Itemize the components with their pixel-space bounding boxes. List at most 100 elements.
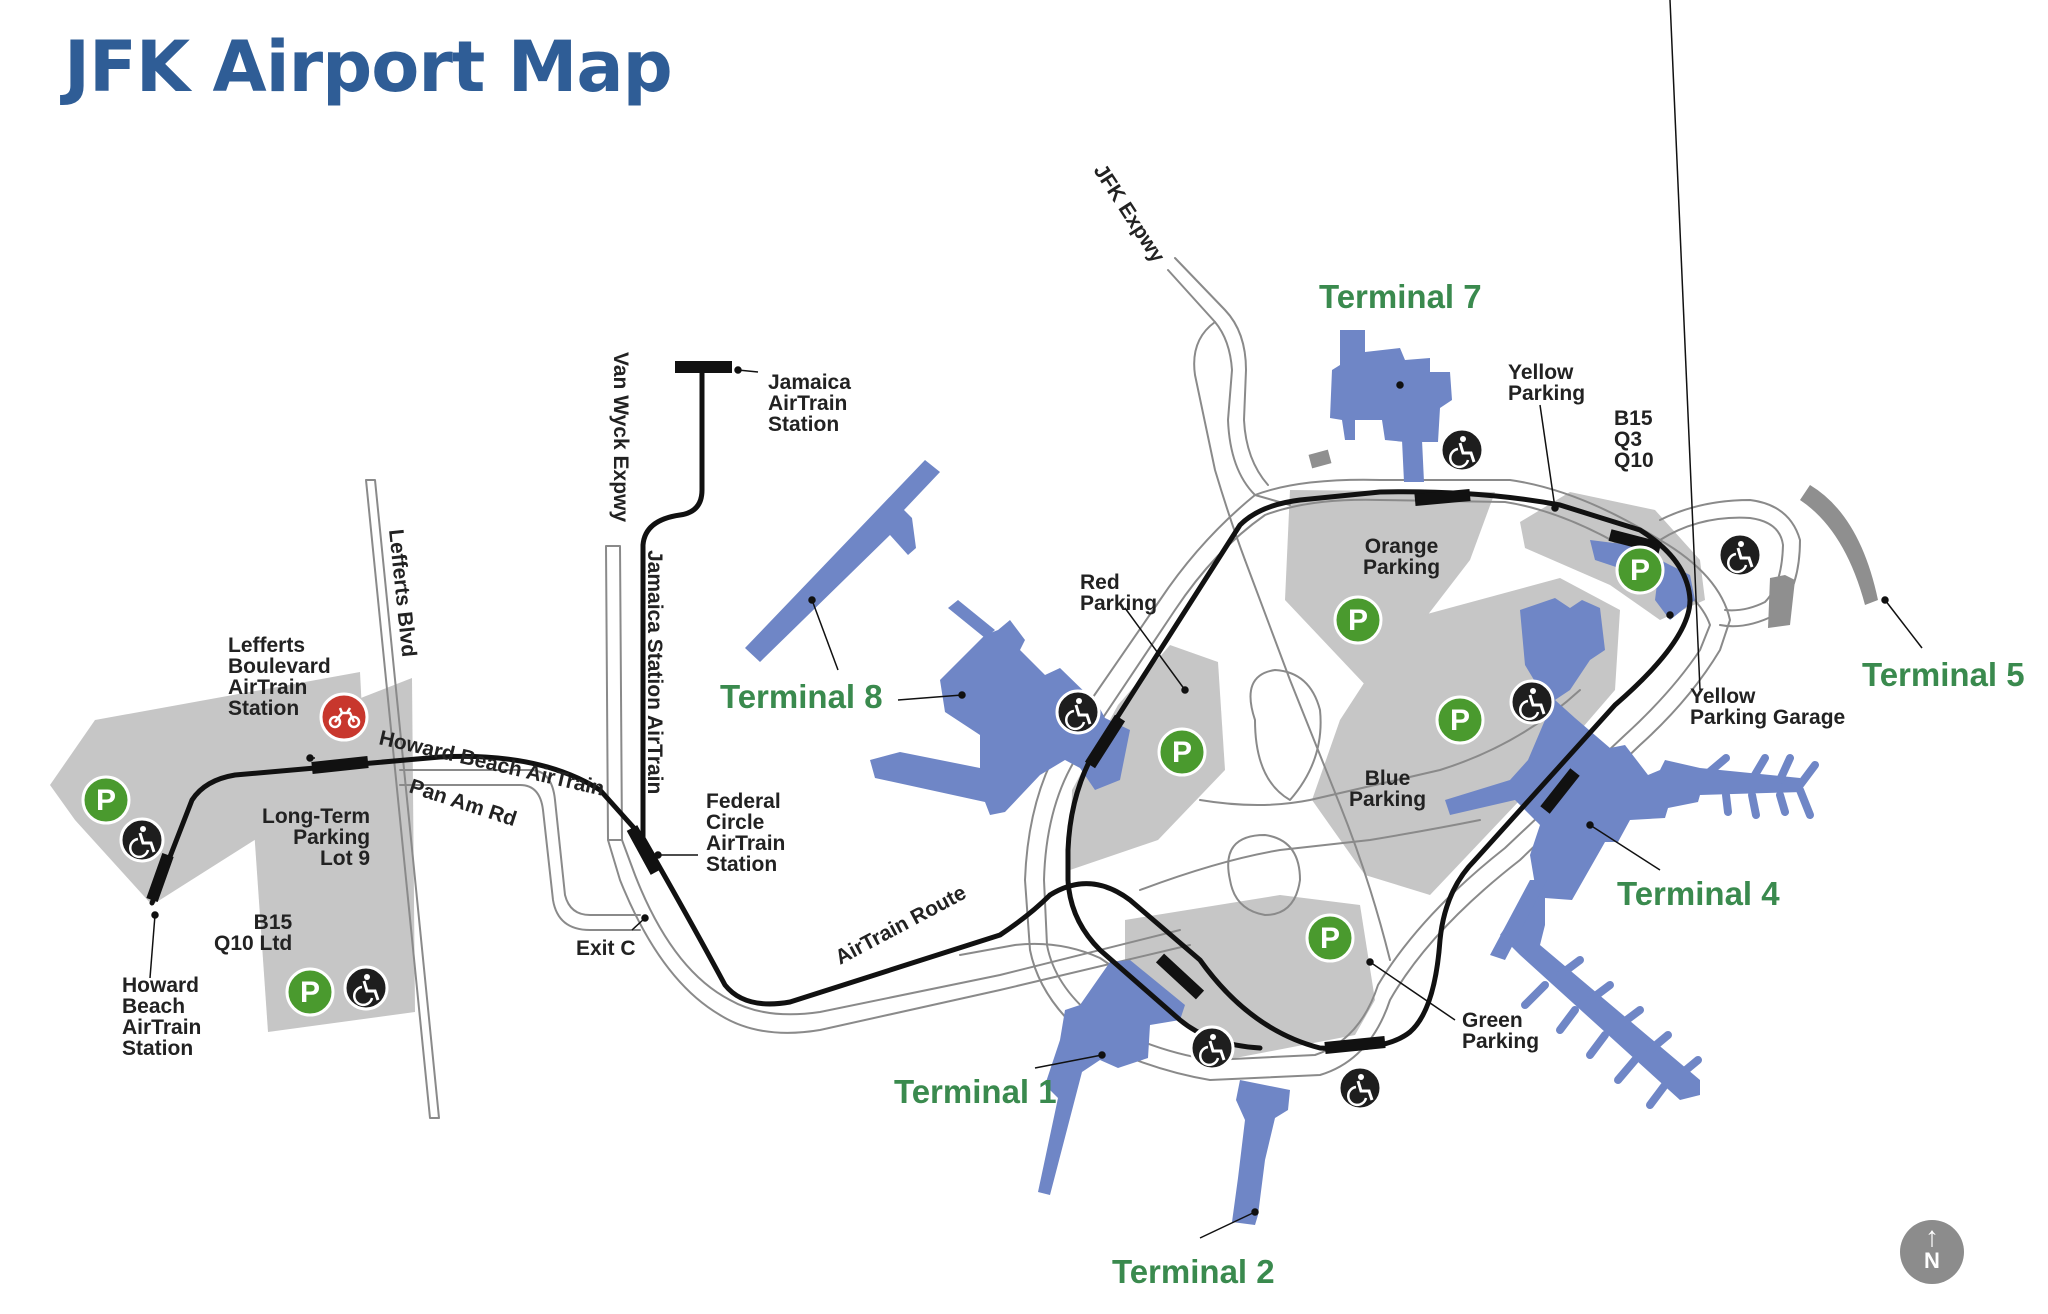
leader-lines (149, 0, 1923, 1239)
parking-icon: P (1157, 727, 1207, 777)
terminal-5-platform (1608, 529, 1662, 554)
terminal-8-label: Terminal 8 (720, 678, 883, 715)
howard-beach-airtrain-line (149, 753, 646, 906)
lefferts-platform (311, 756, 369, 774)
jfk-expwy-road-3 (1193, 321, 1246, 561)
wheelchair-accessible-icon (1439, 427, 1485, 473)
terminal-4-gate-spoke (1776, 791, 1789, 816)
long-term-parking-label: Long-Term Parking Lot 9 (262, 805, 371, 870)
leader-howard-beach (149, 914, 156, 979)
leader-yellow-parking (1539, 404, 1556, 509)
svg-text:P: P (300, 976, 320, 1009)
parking-icons: P P P P P P P (81, 545, 1665, 1017)
terminal-4-pier-west (1490, 880, 1547, 960)
terminal-4-gate-spoke (1676, 1056, 1702, 1079)
terminal-1-platform (1155, 953, 1205, 1000)
lefferts-blvd-label: Lefferts Blvd (384, 528, 420, 658)
exit-c-label: Exit C (576, 937, 636, 960)
svg-text:P: P (1450, 704, 1470, 737)
terminal-5-road (1659, 499, 1801, 628)
orange-parking-area (1285, 490, 1495, 690)
terminal-8-main (870, 620, 1130, 815)
leader-terminal-1 (1034, 1054, 1103, 1069)
terminal-4-gate-spoke (1796, 761, 1819, 789)
terminal-4-gate-spoke (1586, 1031, 1609, 1059)
federal-circle-platform (626, 825, 662, 875)
wheelchair-accessible-icon (343, 965, 389, 1011)
circle-road-2 (1227, 834, 1301, 916)
green-parking-label: Green Parking (1462, 1009, 1540, 1053)
yellow-parking-label: Yellow Parking (1508, 361, 1586, 405)
parking-icon: P (1333, 595, 1383, 645)
wheelchair-accessible-icon (119, 817, 165, 863)
terminal-buildings (745, 330, 1802, 1225)
terminal-4-gate-spoke (1556, 1006, 1579, 1034)
long-term-parking-lot-9-area (248, 678, 415, 1032)
red-parking-label: Red Parking (1080, 571, 1158, 615)
parking-icon: P (1435, 695, 1485, 745)
terminal-4-gate-spoke (1696, 754, 1730, 784)
leader-red-parking (1124, 607, 1186, 691)
howard-beach-platform (146, 852, 174, 903)
wheelchair-accessible-icon (1337, 1065, 1383, 1111)
pan-am-rd-road-lower (399, 784, 641, 931)
airtrain-lines (149, 364, 1693, 1052)
north-arrow-icon: ↑ N (1900, 1220, 1964, 1284)
van-wyck-expwy-label: Van Wyck Expwy (609, 352, 632, 522)
terminal-4-gate-spoke (1556, 956, 1584, 979)
central-terminal-road-outer (1024, 478, 1731, 1081)
central-cross-road-3 (1139, 819, 1481, 891)
terminal-4-platform (1540, 768, 1580, 814)
lefferts-station-label: Lefferts Boulevard AirTrain Station (228, 634, 331, 720)
circle-road-1 (1249, 669, 1322, 801)
terminal-4-label: Terminal 4 (1617, 875, 1780, 912)
motorcycle-icon (319, 692, 369, 742)
svg-text:P: P (1348, 604, 1368, 637)
leader-yellow-garage (1669, 0, 1701, 691)
jamaica-station-airtrain-label: Jamaica Station AirTrain (643, 550, 666, 794)
terminal-4-gate-spoke (1586, 981, 1614, 1004)
blue-parking-label: Blue Parking (1349, 767, 1427, 811)
federal-circle-loop-road-inner (621, 839, 1181, 1016)
terminal-8-pier (948, 600, 995, 638)
jfk-expwy-road-2 (1174, 257, 1269, 486)
svg-text:P: P (96, 784, 116, 817)
terminal-1-label: Terminal 1 (894, 1073, 1057, 1110)
bus-routes-label: B15 Q3 Q10 (1614, 407, 1654, 472)
terminal-4-gate-spoke (1616, 1006, 1644, 1029)
terminal-4-gate-spoke (1646, 1031, 1672, 1054)
airtrain-route-label: AirTrain Route (832, 881, 971, 969)
svg-text:P: P (1630, 554, 1650, 587)
leader-terminal-5 (1884, 599, 1923, 649)
terminal-4-gate-spoke (1796, 786, 1814, 819)
parking-icon: P (1615, 545, 1665, 595)
orange-parking-label: Orange Parking (1363, 535, 1441, 579)
terminal-4-gate-spoke (1646, 1081, 1669, 1109)
station-platforms (146, 361, 1662, 1054)
central-cross-road-1 (1244, 559, 1391, 961)
terminal-8-platform (1084, 714, 1126, 769)
terminal-7-building (1330, 330, 1452, 470)
howard-beach-station-label: Howard Beach AirTrain Station (122, 974, 202, 1060)
leader-terminal-8 (897, 694, 963, 701)
parking-icon: P (81, 775, 131, 825)
terminal-2-platform (1324, 1036, 1386, 1054)
terminal-5-building (1800, 485, 1878, 605)
leader-green-parking (1369, 961, 1456, 1021)
airtrain-route-loop (1047, 489, 1693, 1052)
wheelchair-accessible-icon (1189, 1025, 1235, 1071)
terminal-7-label: Terminal 7 (1319, 278, 1482, 315)
small-gray-building (1308, 449, 1332, 469)
wheelchair-accessible-icon (1717, 532, 1763, 578)
federal-circle-station-label: Federal Circle AirTrain Station (706, 790, 786, 876)
yellow-parking-garage-label: Yellow Parking Garage (1690, 685, 1846, 729)
pan-am-rd-road (399, 769, 641, 916)
terminal-4-gate-spoke (1748, 754, 1769, 784)
central-terminal-road-inner (1043, 498, 1711, 1061)
terminal-4-gate-spoke (1614, 1056, 1639, 1084)
terminal-5-road-inner (1659, 516, 1784, 612)
red-parking-area (1070, 645, 1225, 870)
svg-text:P: P (1320, 922, 1340, 955)
wheelchair-accessible-icon (1509, 679, 1555, 725)
terminal-5-label: Terminal 5 (1862, 656, 2025, 693)
